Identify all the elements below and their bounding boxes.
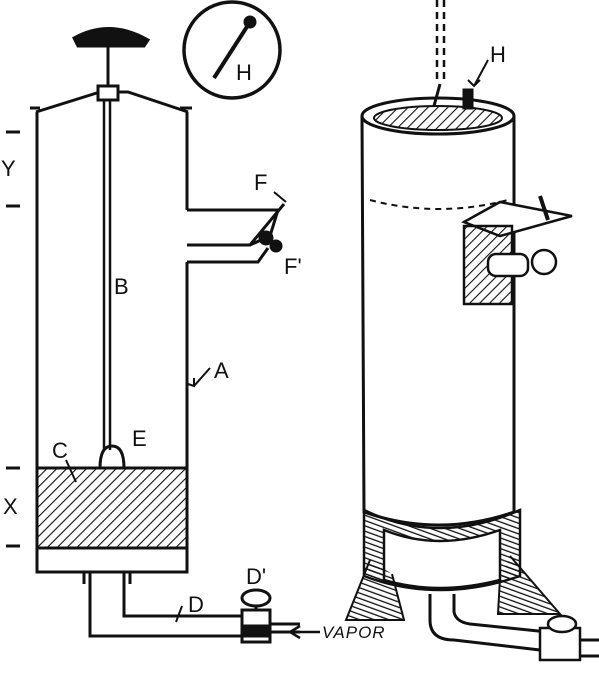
- label-d-prime: D': [246, 564, 266, 589]
- pointer-f: [273, 191, 287, 203]
- cylinder-wall-a: [35, 112, 189, 574]
- base-valve: [538, 626, 582, 662]
- plunger-handle: [72, 27, 151, 48]
- label-e: E: [132, 426, 147, 451]
- vapor-arrow: [287, 624, 320, 640]
- label-x: X: [3, 494, 18, 519]
- label-c: C: [52, 438, 68, 463]
- gauge-h: [182, 0, 282, 100]
- exterior-view: [344, 0, 599, 662]
- charge-c: [35, 466, 189, 550]
- pointer-a: [187, 367, 211, 388]
- sectional-view: [6, 27, 320, 644]
- pointer-c: [65, 459, 77, 483]
- base-pipe: [428, 594, 541, 652]
- side-tap-knob: [530, 248, 558, 276]
- label-y: Y: [1, 156, 16, 181]
- hook-e: [98, 444, 126, 469]
- label-f-prime: F': [284, 254, 302, 279]
- leg-right: [496, 555, 563, 615]
- label-f: F: [254, 170, 267, 195]
- label-vapor: VAPOR: [322, 623, 386, 642]
- label-h-right: H: [490, 42, 506, 67]
- pointer-d: [175, 605, 183, 623]
- pipe-d: [88, 572, 242, 638]
- label-h-gauge: H: [236, 60, 252, 85]
- label-d: D: [188, 592, 204, 617]
- label-a: A: [214, 358, 229, 383]
- side-tap: [486, 252, 530, 278]
- leg-left: [344, 559, 406, 621]
- label-b: B: [114, 274, 129, 299]
- gauge-needle: [212, 20, 252, 80]
- gauge-h-stem: [462, 88, 474, 110]
- exterior-body: [360, 115, 516, 527]
- valve-f-prime: [258, 230, 274, 246]
